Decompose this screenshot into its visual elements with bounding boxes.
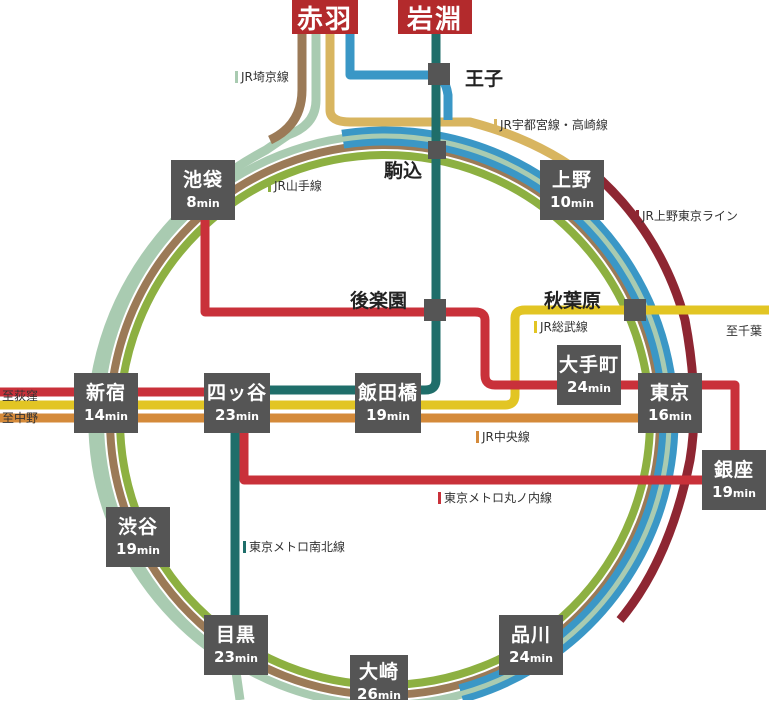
destination-ogikubo: 至荻窪 [2,389,39,403]
station-time: 24 [509,647,530,666]
station-name: 目黒 [215,623,256,646]
station-time: 10 [550,192,571,211]
saikyo-line [88,30,321,700]
station-time: 8 [186,192,197,211]
station-time: 24 [567,377,588,396]
station-name: 銀座 [713,458,754,481]
destination-chiba: 至千葉 [726,324,763,338]
terminal-iwabuchi: 岩淵 [398,0,472,35]
station-shibuya: 渋谷 19min [106,507,170,567]
station-time: 23 [214,647,235,666]
station-time: 16 [648,405,669,424]
sobu-line [0,305,769,410]
line-label-marunouchi: 東京メトロ丸ノ内線 [438,491,552,505]
line-label-chuo: JR中央線 [476,430,530,444]
keihin-arc-1 [341,126,679,700]
station-otemachi: 大手町 24min [557,345,621,405]
station-name: 池袋 [182,168,223,191]
terminal-akabane: 赤羽 [292,0,358,35]
junction-oji [428,63,450,85]
junction-komagome [428,141,446,159]
junction-akihabara [624,299,646,321]
station-name: 大手町 [558,353,619,376]
station-name: 四ッ谷 [206,381,267,404]
junction-korakuen [424,299,446,321]
station-time: 19 [366,405,387,424]
station-iidabashi: 飯田橋 19min [355,373,421,433]
station-name: 東京 [649,381,690,404]
line-label-saikyo: JR埼京線 [235,70,289,84]
line-label-ueno-tokyo: JR上野東京ライン [636,209,738,223]
station-name: 新宿 [85,381,126,404]
station-label-oji: 王子 [465,68,504,90]
station-time: 19 [712,482,733,501]
station-name: 渋谷 [117,515,158,538]
line-label-sobu: JR総武線 [534,320,588,334]
station-yotsuya: 四ッ谷 23min [204,373,270,433]
station-ikebukuro: 池袋 8min [171,160,235,220]
utsunomiya-line [325,30,593,184]
station-label-korakuen: 後楽園 [350,290,408,312]
station-time: 19 [116,539,137,558]
line-label-namboku: 東京メトロ南北線 [243,540,345,554]
station-time: 26 [357,685,378,703]
station-name: 上野 [551,168,592,191]
station-osaki: 大崎 26min [350,655,408,703]
station-name: 飯田橋 [357,381,418,404]
station-label-komagome: 駒込 [384,160,423,182]
marunouchi-line [0,220,740,485]
station-shinagawa: 品川 24min [499,615,563,675]
station-meguro: 目黒 23min [204,615,268,675]
brown-line [267,30,307,145]
station-label-akihabara: 秋葉原 [544,290,602,312]
station-ginza: 銀座 19min [702,450,766,510]
destination-nakano: 至中野 [2,411,39,425]
line-label-utsunomiya: JR宇都宮線・高崎線 [494,118,608,132]
line-label-yamanote: JR山手線 [268,179,322,193]
station-tokyo: 東京 16min [638,373,702,433]
station-time: 14 [84,405,105,424]
station-name: 大崎 [358,661,399,683]
station-ueno: 上野 10min [540,160,604,220]
station-name: 品川 [510,623,551,646]
station-shinjuku: 新宿 14min [74,373,138,433]
keihin-arc-0 [343,138,667,692]
station-time: 23 [215,405,236,424]
